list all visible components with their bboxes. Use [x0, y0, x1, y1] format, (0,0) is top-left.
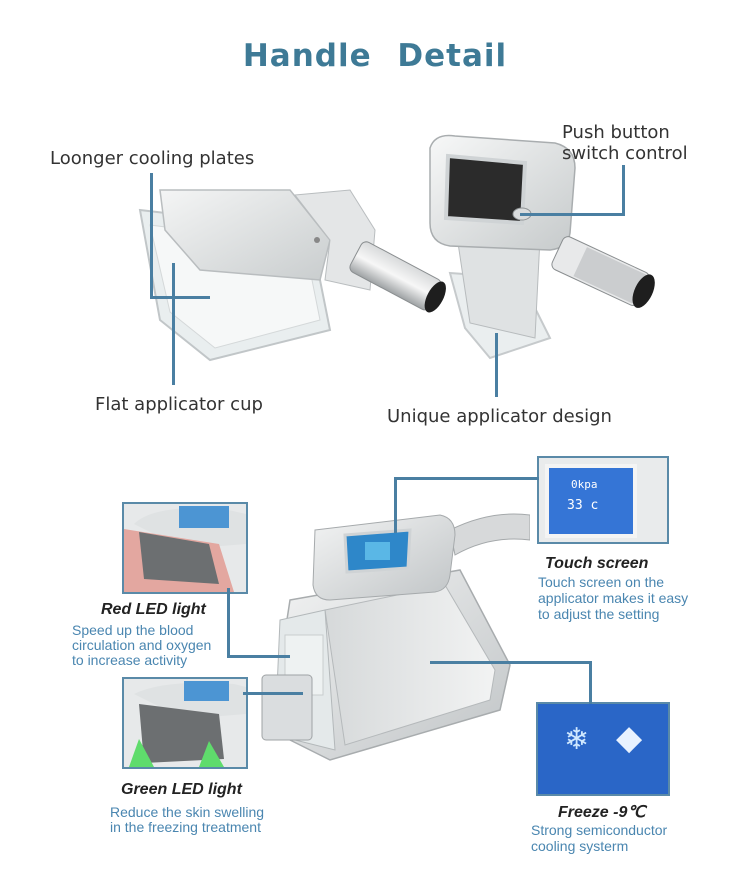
freeze-desc-1: Strong semiconductor	[531, 822, 668, 838]
screen-temperature-readout: 33 c	[567, 498, 599, 513]
green-led-desc-1: Reduce the skin swelling	[110, 804, 265, 820]
green-led-image	[129, 681, 246, 767]
leader-push-v	[622, 165, 625, 215]
touch-screen-desc-1: Touch screen on the	[538, 574, 665, 590]
green-led-desc-2: in the freezing treatment	[110, 819, 261, 835]
leader-cooling-v	[150, 173, 153, 299]
label-unique-design: Unique applicator design	[387, 406, 612, 427]
leader-red-h	[227, 655, 290, 658]
touch-screen-desc-2: applicator makes it easy	[538, 590, 689, 606]
snowflake-icon: ❄	[564, 722, 590, 757]
green-led-inset	[122, 677, 248, 769]
push-button-applicator-image	[429, 134, 655, 360]
touch-screen-desc-3: to adjust the setting	[538, 606, 660, 622]
leader-freeze-v	[589, 661, 592, 704]
freeze-desc-2: cooling systerm	[531, 838, 629, 854]
leader-cooling-h	[150, 296, 210, 299]
applicator-device-image	[261, 513, 530, 761]
freeze-heading: Freeze -9℃	[558, 804, 646, 821]
label-cooling-plates: Loonger cooling plates	[50, 148, 255, 169]
leader-push-h	[520, 213, 625, 216]
touch-screen-inset: 0kpa 33 c	[537, 456, 669, 544]
screen-pressure-readout: 0kpa	[571, 478, 598, 491]
freeze-inset: ❄ ◆	[536, 702, 670, 796]
green-led-heading: Green LED light	[121, 781, 242, 798]
leader-touch-v	[394, 477, 397, 533]
leader-cup	[172, 263, 175, 385]
diamond-icon: ◆	[616, 718, 643, 758]
red-led-inset	[122, 502, 248, 594]
label-flat-cup: Flat applicator cup	[95, 394, 263, 415]
leader-green-h	[243, 692, 303, 695]
leader-unique	[495, 333, 498, 397]
label-switch-control: switch control	[562, 143, 688, 164]
red-led-desc-1: Speed up the blood	[72, 622, 194, 638]
leader-red-v	[227, 588, 230, 658]
label-push-button: Push button	[562, 122, 670, 143]
red-led-heading: Red LED light	[101, 601, 206, 618]
touch-screen-heading: Touch screen	[545, 555, 649, 572]
touch-screen-display: 0kpa 33 c	[545, 464, 637, 538]
leader-freeze-h	[430, 661, 592, 664]
red-led-desc-3: to increase activity	[72, 652, 188, 668]
flat-applicator-image	[138, 189, 446, 362]
red-led-image	[124, 506, 246, 592]
page-title: Handle Detail	[242, 38, 508, 74]
red-led-desc-2: circulation and oxygen	[72, 637, 212, 653]
leader-touch-h	[394, 477, 539, 480]
